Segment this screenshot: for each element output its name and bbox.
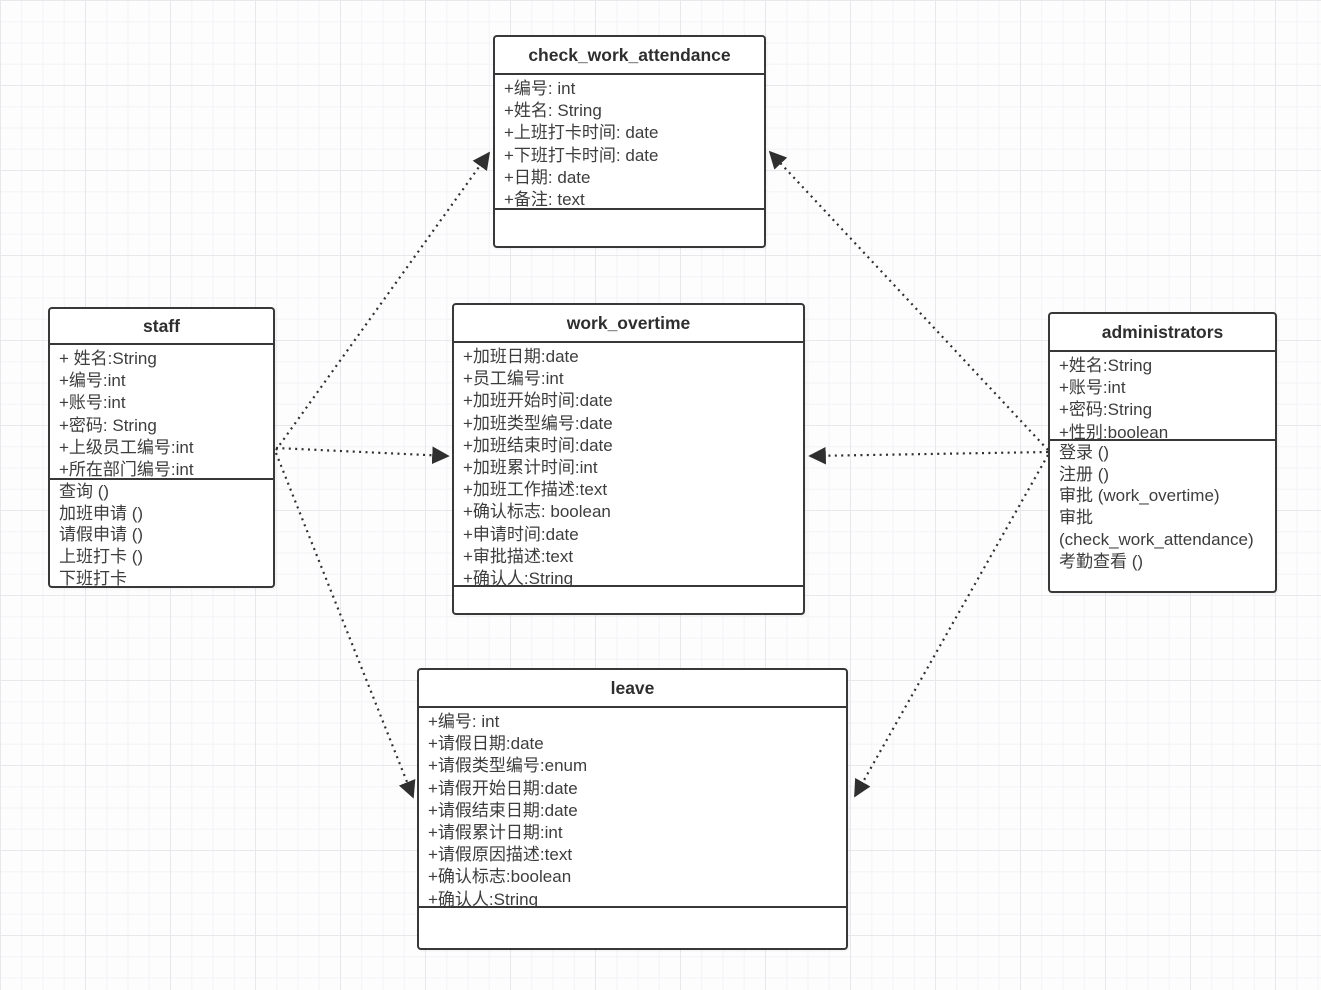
attribute-row: +确认人:String — [428, 889, 539, 908]
attribute-row: +请假累计日期:int — [428, 823, 563, 843]
attribute-row: +加班日期:date — [463, 347, 579, 366]
attribute-row: +请假开始日期:date — [428, 778, 578, 798]
attribute-row: +请假日期:date — [428, 734, 544, 754]
attribute-row: +姓名: String — [504, 101, 602, 121]
attribute-row: +密码: String — [59, 415, 157, 435]
methods-section: 登录 () 注册 ()审批 (work_overtime)审批 (check_wo… — [1050, 441, 1275, 591]
attribute-row: +编号: int — [504, 79, 576, 98]
attribute-row: +所在部门编号:int — [59, 460, 194, 480]
method-row: 审批 (check_work_attendance) — [1059, 508, 1254, 549]
attributes-section: +编号: int +请假日期:date+请假类型编号:enum+请假开始日期:da… — [419, 708, 846, 908]
method-row: 上班打卡 () — [59, 547, 144, 567]
method-row: 注册 () — [1059, 464, 1110, 484]
attribute-row: +加班工作描述:text — [463, 480, 608, 500]
attribute-row: +请假类型编号:enum — [428, 756, 588, 776]
attribute-row: +姓名:String — [1059, 356, 1153, 375]
attribute-row: +确认标志:boolean — [428, 867, 572, 887]
method-row: 加班申请 () — [59, 503, 144, 523]
attribute-row: +日期: date — [504, 167, 591, 187]
attribute-row: +下班打卡时间: date — [504, 145, 659, 165]
attribute-row: +审批描述:text — [463, 546, 574, 566]
method-row: 考勤查看 () — [1059, 551, 1144, 571]
attribute-row: +确认人:String — [463, 569, 574, 587]
relation-administrators-to-work-overtime[interactable] — [808, 446, 1049, 465]
attribute-row: +请假结束日期:date — [428, 800, 578, 820]
relation-administrators-to-leave[interactable] — [854, 454, 1049, 798]
method-row: 下班打卡 — [59, 568, 127, 586]
attribute-row: +性别:boolean — [1059, 422, 1169, 441]
attribute-row: +上班打卡时间: date — [504, 123, 659, 143]
relation-staff-to-leave[interactable] — [274, 452, 416, 799]
class-box-work-overtime[interactable]: work_overtime +加班日期:date +员工编号:int+加班开始时间… — [452, 303, 805, 615]
attribute-row: +加班类型编号:date — [463, 413, 613, 433]
attribute-row: +申请时间:date — [463, 524, 579, 544]
attribute-row: +编号:int — [59, 371, 126, 391]
attribute-row: +加班开始时间:date — [463, 391, 613, 411]
class-box-leave[interactable]: leave +编号: int +请假日期:date+请假类型编号:enum+请假开… — [417, 668, 848, 950]
attribute-row: +加班累计时间:int — [463, 458, 598, 478]
method-row: 审批 (work_overtime) — [1059, 486, 1220, 506]
attributes-section: +编号: int +姓名: String+上班打卡时间: date+下班打卡时间:… — [495, 75, 764, 210]
class-box-check-work-attendance[interactable]: check_work_attendance +编号: int +姓名: Strin… — [493, 35, 766, 248]
class-title: staff — [50, 309, 273, 345]
attribute-row: +备注: text — [504, 190, 585, 210]
attributes-section: + 姓名:String +编号:int+账号:int+密码: String+上级员… — [50, 345, 273, 480]
method-row: 请假申请 () — [59, 525, 144, 545]
methods-section — [419, 908, 846, 948]
attribute-row: +员工编号:int — [463, 369, 564, 389]
methods-section — [454, 587, 803, 613]
attribute-row: +账号:int — [1059, 378, 1126, 398]
relation-staff-to-work-overtime[interactable] — [275, 446, 450, 465]
method-row: 查询 () — [59, 482, 110, 501]
attribute-row: +密码:String — [1059, 400, 1153, 420]
attributes-section: +姓名:String +账号:int+密码:String +性别:boolean — [1050, 352, 1275, 441]
attribute-row: +确认标志: boolean — [463, 502, 611, 522]
attribute-row: +加班结束时间:date — [463, 435, 613, 455]
attributes-section: +加班日期:date +员工编号:int+加班开始时间:date+加班类型编号:d… — [454, 343, 803, 587]
class-box-administrators[interactable]: administrators +姓名:String +账号:int+密码:Stri… — [1048, 312, 1277, 593]
method-row: 登录 () — [1059, 443, 1110, 462]
attribute-row: +编号: int — [428, 712, 500, 731]
class-title: check_work_attendance — [495, 37, 764, 75]
class-title: work_overtime — [454, 305, 803, 343]
relation-administrators-to-check-work-attendance[interactable] — [768, 150, 1049, 451]
methods-section — [495, 210, 764, 246]
class-title: administrators — [1050, 314, 1275, 352]
attribute-row: +请假原因描述:text — [428, 845, 573, 865]
attribute-row: +账号:int — [59, 393, 126, 413]
attribute-row: + 姓名:String — [59, 349, 157, 368]
class-title: leave — [419, 670, 846, 708]
methods-section: 查询 () 加班申请 ()请假申请 ()上班打卡 ()下班打卡 — [50, 480, 273, 586]
attribute-row: +上级员工编号:int — [59, 437, 194, 457]
class-box-staff[interactable]: staff + 姓名:String +编号:int+账号:int+密码: Stri… — [48, 307, 275, 588]
